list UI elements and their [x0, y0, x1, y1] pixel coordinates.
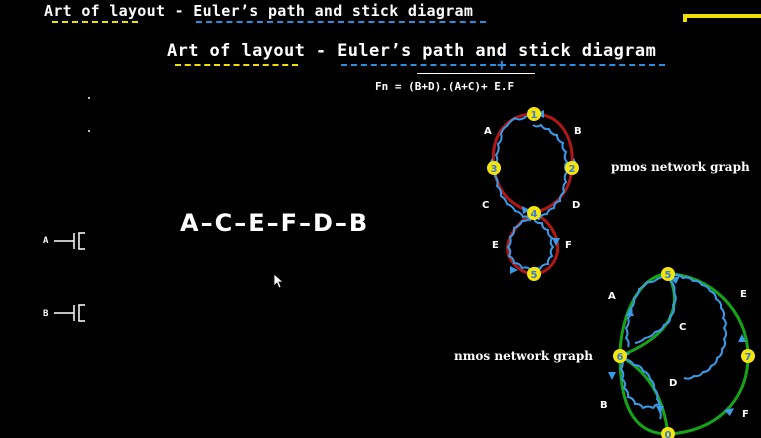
pmos-node-1: 1	[527, 107, 541, 121]
arrow-icon	[724, 408, 734, 416]
pmos-node-4: 4	[527, 206, 541, 220]
mouse-cursor-icon	[273, 273, 283, 289]
pmos-network-graph: 1 2 3 4 5 A B C D E F	[482, 107, 582, 281]
pmos-edge-label-b: B	[574, 126, 582, 137]
svg-text:0: 0	[665, 430, 672, 438]
arrow-icon	[510, 266, 518, 274]
arrow-icon	[626, 308, 634, 316]
underline-art	[52, 21, 138, 23]
svg-text:3: 3	[491, 164, 498, 175]
boolean-formula: Fn = (B+D).(A+C)+ E.F	[375, 80, 515, 93]
gate-b-symbol	[54, 304, 85, 322]
corner-mark	[683, 14, 761, 22]
pmos-edge-label-e: E	[492, 240, 499, 251]
nmos-edge-label-d: D	[669, 378, 677, 389]
pmos-edge-label-c: C	[482, 200, 489, 211]
underline-euler-main	[341, 64, 665, 66]
underline-art-main	[175, 64, 298, 66]
page-title: Art of layout - Euler’s path and stick d…	[167, 41, 657, 61]
gate-label-b: B	[43, 309, 49, 319]
pmos-graph-title: pmos network graph	[611, 160, 750, 174]
nmos-graph-title: nmos network graph	[454, 349, 594, 363]
nmos-network-graph: 5 6 7 0 A B C D E F	[600, 267, 755, 438]
nmos-node-5: 5	[661, 267, 675, 281]
nmos-edge-label-a: A	[608, 291, 616, 302]
pmos-edge-label-d: D	[572, 200, 580, 211]
pmos-node-5: 5	[527, 267, 541, 281]
svg-text:2: 2	[569, 164, 576, 175]
svg-text:5: 5	[665, 270, 672, 281]
plus-mark: +	[497, 55, 507, 74]
svg-text:5: 5	[531, 270, 538, 281]
nmos-edge-label-c: C	[679, 322, 686, 333]
euler-path-sequence: A–C–E–F–D–B	[180, 209, 370, 237]
formula-overbar	[417, 73, 535, 74]
svg-text:6: 6	[617, 352, 624, 363]
svg-text:4: 4	[531, 209, 538, 220]
arrow-icon	[608, 372, 616, 380]
dot	[88, 130, 90, 132]
nmos-edge-label-f: F	[742, 409, 749, 420]
nmos-edge-label-e: E	[740, 289, 747, 300]
pmos-node-2: 2	[565, 161, 579, 175]
svg-text:1: 1	[531, 110, 538, 121]
arrow-icon	[738, 334, 746, 342]
arrow-icon	[656, 406, 664, 414]
nmos-node-0: 0	[661, 427, 675, 438]
pmos-edge-label-f: F	[565, 240, 572, 251]
nmos-edge-label-b: B	[600, 400, 608, 411]
underline-euler	[196, 21, 486, 23]
gate-a-symbol	[54, 232, 85, 250]
gate-label-a: A	[43, 236, 49, 246]
svg-text:7: 7	[745, 352, 752, 363]
pmos-edge-label-a: A	[484, 126, 492, 137]
arrow-icon	[552, 238, 560, 246]
nmos-node-6: 6	[613, 349, 627, 363]
nmos-euler-path	[619, 273, 727, 420]
nmos-node-7: 7	[741, 349, 755, 363]
pmos-node-3: 3	[487, 161, 501, 175]
header-title: Art of layout - Euler’s path and stick d…	[44, 2, 474, 20]
dot	[88, 97, 90, 99]
arrow-icon	[522, 206, 530, 214]
